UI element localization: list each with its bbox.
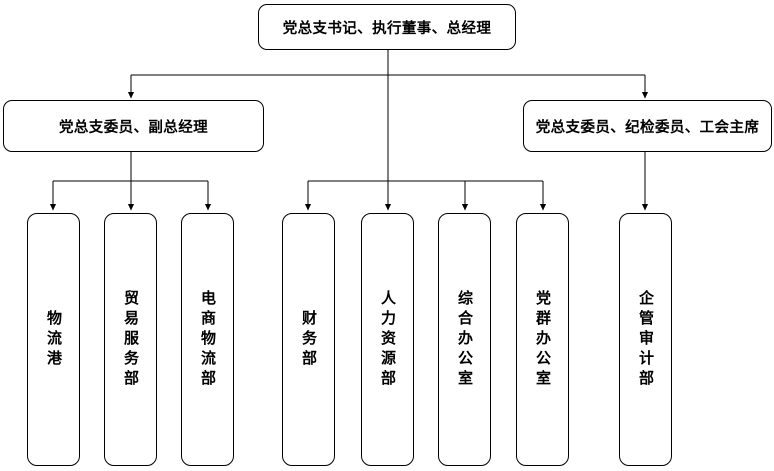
node-dept-enterprise-audit-label: 企管审计部	[637, 289, 654, 390]
node-discipline-union[interactable]: 党总支委员、纪检委员、工会主席	[523, 100, 772, 152]
node-deputy-gm-label: 党总支委员、副总经理	[59, 119, 208, 136]
node-top-leader[interactable]: 党总支书记、执行董事、总经理	[258, 4, 516, 50]
node-dept-enterprise-audit[interactable]: 企管审计部	[619, 213, 672, 466]
node-dept-trade-service-label: 贸易服务部	[122, 289, 139, 390]
node-dept-finance-label: 财务部	[300, 309, 317, 370]
node-discipline-union-label: 党总支委员、纪检委员、工会主席	[535, 119, 760, 136]
node-dept-ecommerce-logistics[interactable]: 电商物流部	[181, 213, 234, 466]
node-dept-trade-service[interactable]: 贸易服务部	[104, 213, 157, 466]
node-dept-logistics-port-label: 物流港	[45, 309, 62, 370]
node-dept-human-resources-label: 人力资源部	[379, 289, 396, 390]
node-dept-party-mass-office[interactable]: 党群办公室	[516, 213, 569, 466]
node-dept-ecommerce-logistics-label: 电商物流部	[199, 289, 216, 390]
node-dept-general-office-label: 综合办公室	[456, 289, 473, 390]
node-dept-party-mass-office-label: 党群办公室	[534, 289, 551, 390]
node-dept-finance[interactable]: 财务部	[282, 213, 335, 466]
node-dept-human-resources[interactable]: 人力资源部	[361, 213, 414, 466]
node-dept-logistics-port[interactable]: 物流港	[27, 213, 80, 466]
node-dept-general-office[interactable]: 综合办公室	[438, 213, 491, 466]
node-deputy-gm[interactable]: 党总支委员、副总经理	[3, 100, 264, 152]
node-top-leader-label: 党总支书记、执行董事、总经理	[282, 20, 492, 37]
